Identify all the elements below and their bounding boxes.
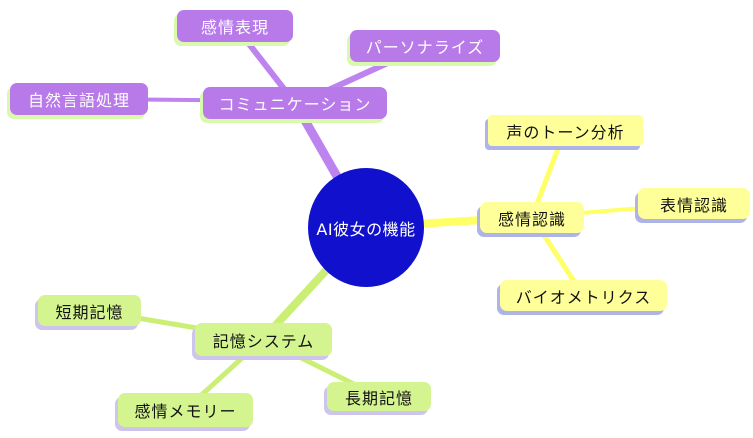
node-emotion-memory[interactable]: 感情メモリー bbox=[118, 393, 253, 427]
node-personalize[interactable]: パーソナライズ bbox=[350, 30, 500, 62]
node-facial-expression-recognition-label: 表情認識 bbox=[659, 195, 728, 215]
node-voice-tone-analysis-label: 声のトーン分析 bbox=[506, 122, 625, 142]
node-emotion-memory-label: 感情メモリー bbox=[134, 402, 237, 421]
node-memory-system[interactable]: 記憶システム bbox=[195, 323, 332, 356]
node-personalize-label: パーソナライズ bbox=[365, 38, 485, 57]
node-long-term-memory-label: 長期記憶 bbox=[344, 388, 413, 408]
node-voice-tone-analysis[interactable]: 声のトーン分析 bbox=[488, 115, 643, 146]
node-emotion-expression[interactable]: 感情表現 bbox=[177, 10, 293, 42]
center-node-ai-girlfriend-functions[interactable]: AI彼女の機能 bbox=[308, 168, 424, 287]
node-facial-expression-recognition[interactable]: 表情認識 bbox=[638, 188, 750, 219]
node-emotion-recognition-label: 感情認識 bbox=[497, 209, 566, 229]
node-short-term-memory[interactable]: 短期記憶 bbox=[38, 295, 141, 326]
node-short-term-memory-label: 短期記憶 bbox=[55, 302, 124, 322]
node-biometrics-label: バイオメトリクス bbox=[515, 287, 652, 307]
node-communication[interactable]: コミュニケーション bbox=[203, 87, 387, 119]
node-natural-language-processing-label: 自然言語処理 bbox=[27, 91, 130, 110]
node-natural-language-processing[interactable]: 自然言語処理 bbox=[10, 83, 148, 115]
node-emotion-recognition[interactable]: 感情認識 bbox=[480, 202, 584, 233]
node-emotion-expression-label: 感情表現 bbox=[200, 18, 269, 37]
node-biometrics[interactable]: バイオメトリクス bbox=[500, 280, 667, 311]
node-long-term-memory[interactable]: 長期記憶 bbox=[327, 382, 431, 411]
node-memory-system-label: 記憶システム bbox=[212, 331, 315, 351]
node-communication-label: コミュニケーション bbox=[218, 95, 372, 114]
center-node-label: AI彼女の機能 bbox=[316, 219, 416, 239]
